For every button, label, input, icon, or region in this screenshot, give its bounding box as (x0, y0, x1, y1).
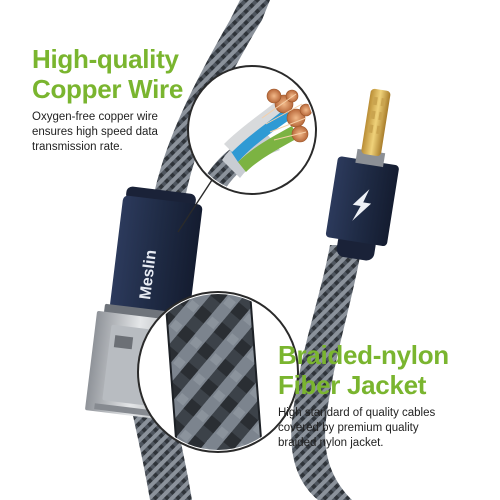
braided-jacket-callout: Braided-nylon Fiber Jacket High standard… (278, 340, 488, 451)
lightning-bolt-icon (352, 189, 372, 221)
braided-jacket-desc-line3: braided nylon jacket. (278, 437, 384, 449)
brand-logo: Meslin (137, 249, 160, 300)
lightning-connector (325, 88, 399, 261)
copper-wire-headline: High-quality Copper Wire (32, 44, 232, 104)
braided-jacket-headline-line2: Fiber Jacket (278, 370, 427, 400)
braided-jacket-desc-line2: covered by premium quality (278, 422, 419, 434)
braided-jacket-headline: Braided-nylon Fiber Jacket (278, 340, 488, 400)
braided-jacket-headline-line1: Braided-nylon (278, 340, 449, 370)
copper-wire-headline-line1: High-quality (32, 44, 179, 74)
copper-wire-magnifier (177, 65, 317, 233)
lightning-cable (291, 245, 362, 500)
braided-jacket-desc-line1: High standard of quality cables (278, 407, 436, 419)
copper-wire-callout: High-quality Copper Wire Oxygen-free cop… (32, 44, 232, 155)
copper-wire-desc-line2: ensures high speed data (32, 126, 158, 138)
copper-wire-headline-line2: Copper Wire (32, 74, 184, 104)
braided-jacket-magnifier (137, 291, 299, 453)
copper-wire-desc-line3: transmission rate. (32, 141, 123, 153)
copper-wire-desc-line1: Oxygen-free copper wire (32, 111, 158, 123)
braided-jacket-description: High standard of quality cables covered … (278, 406, 488, 451)
copper-wire-description: Oxygen-free copper wire ensures high spe… (32, 110, 232, 155)
